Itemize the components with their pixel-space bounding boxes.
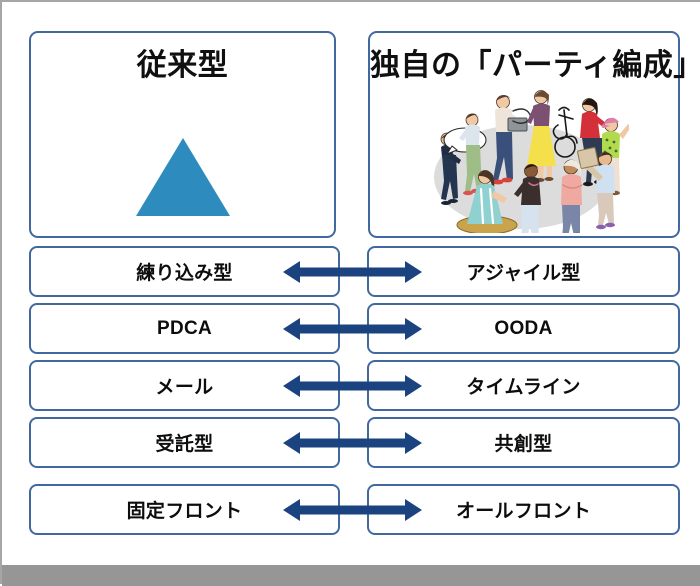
double-arrow-icon [283, 315, 422, 343]
row-3-left-label: メール [156, 372, 214, 399]
footer-bar [2, 565, 700, 586]
row-5-right-label: オールフロント [456, 496, 591, 523]
row-4-right-label: 共創型 [495, 429, 553, 456]
row-2-right-label: OODA [494, 318, 552, 340]
table-row: PDCA OODA [2, 303, 700, 360]
double-arrow-icon [283, 496, 422, 524]
row-1-right-label: アジャイル型 [466, 258, 580, 285]
table-row: 練り込み型 アジャイル型 [2, 246, 700, 303]
table-row: 固定フロント オールフロント [2, 484, 700, 541]
row-5-left-label: 固定フロント [127, 496, 243, 523]
row-3-right-label: タイムライン [466, 372, 580, 399]
row-4-left-label: 受託型 [156, 429, 214, 456]
double-arrow-icon [283, 429, 422, 457]
table-row: メール タイムライン [2, 360, 700, 417]
double-arrow-icon [283, 372, 422, 400]
table-row: 受託型 共創型 [2, 417, 700, 474]
row-2-left-label: PDCA [157, 318, 212, 340]
row-1-left-label: 練り込み型 [136, 258, 233, 285]
double-arrow-icon [283, 258, 422, 286]
